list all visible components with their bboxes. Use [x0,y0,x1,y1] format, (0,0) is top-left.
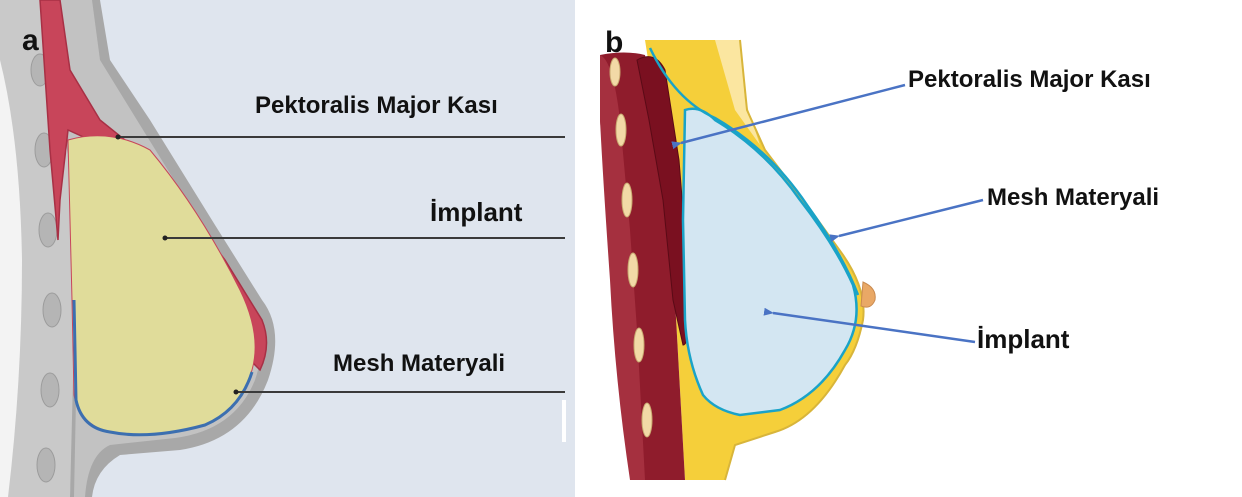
label-b-mesh: Mesh Materyali [987,184,1159,212]
panel-a-illustration [0,0,575,497]
panel-a-diagram: a Pektoralis Major Kası İmplant Mesh Mat… [0,0,575,497]
white-mark [562,400,566,442]
muscle-leader-dot [116,135,121,140]
panel-b-letter: b [605,26,623,60]
label-b-pectoralis: Pektoralis Major Kası [908,66,1151,94]
label-b-implant: İmplant [977,324,1069,355]
mesh-leader-dot [234,390,239,395]
panel-a-letter: a [22,24,39,58]
label-a-pectoralis: Pektoralis Major Kası [255,92,498,120]
panel-b-diagram: b Pektoralis Major Kası Mesh Materyali İ… [575,0,1242,497]
label-a-mesh: Mesh Materyali [333,350,505,378]
implant-leader-dot [163,236,168,241]
label-a-implant: İmplant [430,197,522,228]
